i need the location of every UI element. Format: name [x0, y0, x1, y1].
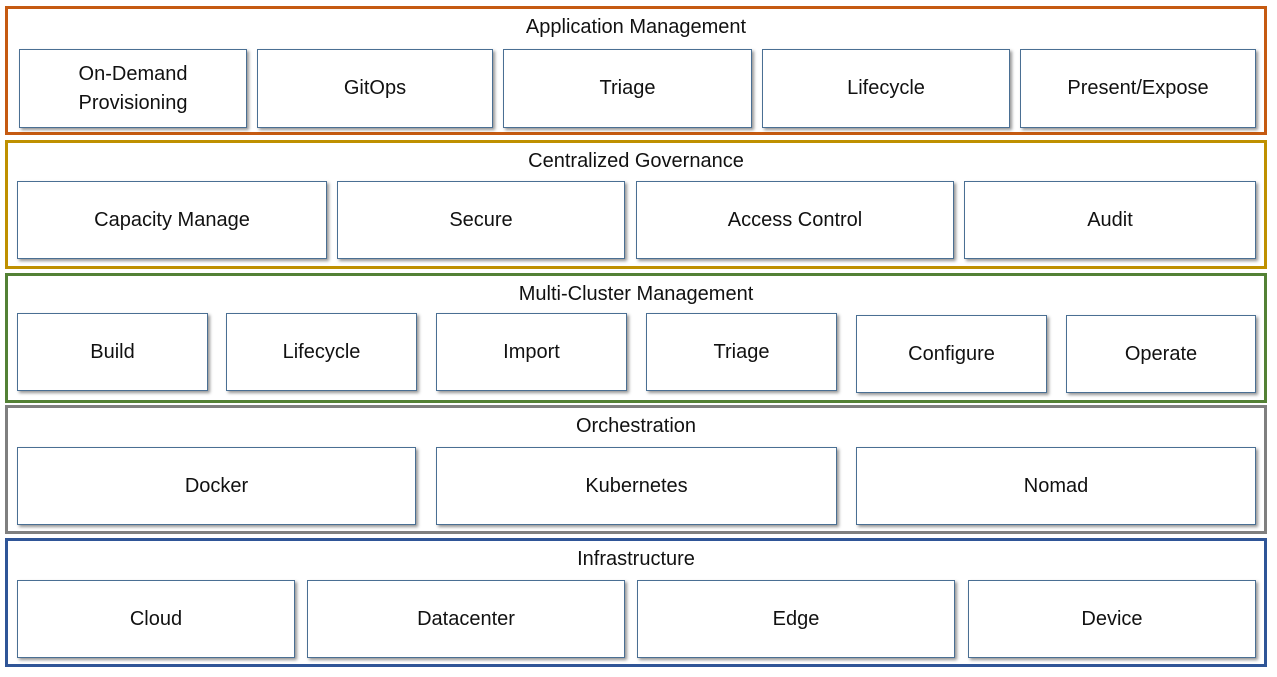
- box-operate: Operate: [1066, 315, 1256, 393]
- layer-title-infrastructure: Infrastructure: [577, 548, 695, 570]
- box-on-demand-provisioning: On-Demand Provisioning: [19, 49, 247, 128]
- box-access-control: Access Control: [636, 181, 954, 259]
- layer-application-management: Application Management On-Demand Provisi…: [5, 6, 1267, 135]
- box-lifecycle: Lifecycle: [762, 49, 1010, 128]
- box-triage: Triage: [503, 49, 752, 128]
- box-audit: Audit: [964, 181, 1256, 259]
- box-build: Build: [17, 313, 208, 391]
- box-kubernetes: Kubernetes: [436, 447, 837, 525]
- box-triage: Triage: [646, 313, 837, 391]
- layer-title-centralized-governance: Centralized Governance: [528, 150, 744, 172]
- layer-title-multi-cluster-management: Multi-Cluster Management: [518, 283, 754, 305]
- layer-centralized-governance: Centralized Governance Capacity Manage S…: [5, 140, 1267, 269]
- layer-title-application-management: Application Management: [525, 16, 747, 38]
- box-device: Device: [968, 580, 1256, 658]
- box-datacenter: Datacenter: [307, 580, 625, 658]
- box-lifecycle: Lifecycle: [226, 313, 417, 391]
- box-present-expose: Present/Expose: [1020, 49, 1256, 128]
- box-nomad: Nomad: [856, 447, 1256, 525]
- layer-multi-cluster-management: Multi-Cluster Management Build Lifecycle…: [5, 273, 1267, 403]
- box-capacity-manage: Capacity Manage: [17, 181, 327, 259]
- box-docker: Docker: [17, 447, 416, 525]
- box-import: Import: [436, 313, 627, 391]
- box-gitops: GitOps: [257, 49, 493, 128]
- layer-orchestration: Orchestration Docker Kubernetes Nomad: [5, 405, 1267, 534]
- box-configure: Configure: [856, 315, 1047, 393]
- layer-title-orchestration: Orchestration: [575, 415, 697, 437]
- layer-infrastructure: Infrastructure Cloud Datacenter Edge Dev…: [5, 538, 1267, 667]
- box-edge: Edge: [637, 580, 955, 658]
- box-secure: Secure: [337, 181, 625, 259]
- box-cloud: Cloud: [17, 580, 295, 658]
